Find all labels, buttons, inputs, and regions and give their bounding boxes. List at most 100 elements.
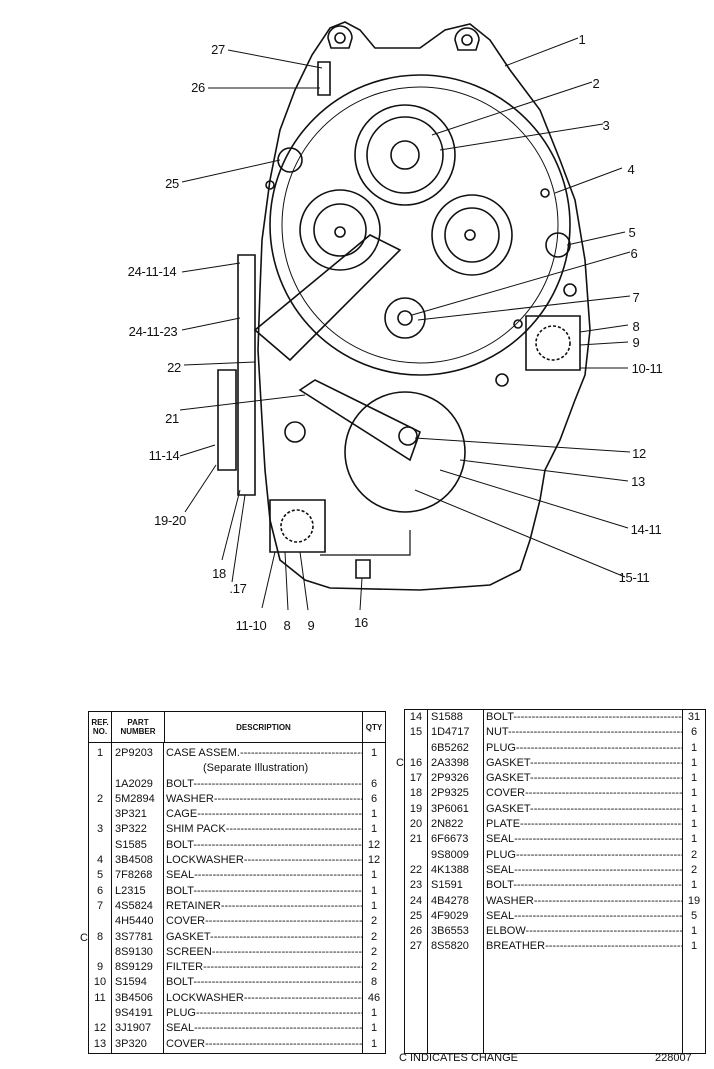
qty-cell: 2 [690,863,698,876]
table-header: REF. NO. PART NUMBER DESCRIPTION QTY [89,712,385,743]
description-cell: CASE ASSEM. [163,746,363,761]
description-cell: RETAINER [163,899,363,914]
part-number-cell: 8S9129 [115,961,153,974]
table-row: 202N822PLATE1 [405,817,705,832]
right-cover [525,315,581,371]
description-cell: BOLT [163,777,363,792]
ref-cell: 25 [409,909,423,922]
drawing-code: 228007 [655,1052,692,1064]
description-cell: BOLT [163,884,363,899]
callout-label: .17 [229,581,246,596]
qty-cell: 6 [690,726,698,739]
callout-label: 27 [211,42,225,57]
table-row: 254F9029SEAL5 [405,909,705,924]
qty-cell: 12 [367,838,381,851]
header-qty: QTY [365,722,383,732]
qty-cell: 1 [690,833,698,846]
breather [317,61,331,96]
ref-cell: 15 [409,726,423,739]
part-number-cell: 3P6061 [431,802,469,815]
ref-cell [405,848,427,863]
part-number-cell: 3B4508 [115,854,153,867]
callout-label: 2 [593,76,600,91]
description-cell: BOLT [163,975,363,990]
part-number-cell: 6F6673 [431,833,469,846]
ref-cell: 11 [94,991,106,1004]
part-number-cell: 5M2894 [115,792,155,805]
table-row: 263B6553ELBOW1 [405,924,705,939]
ref-cell: 2 [96,792,104,805]
table-row: 113B4506LOCKWASHER46 [89,991,385,1006]
qty-cell: 6 [370,792,378,805]
part-number-cell: 3P322 [115,823,147,836]
description-cell: GASKET [483,771,683,786]
callout-label: 6 [631,246,638,261]
description-cell: GASKET [483,756,683,771]
part-number-cell: 6B5262 [431,741,469,754]
part-number-cell: 3P320 [115,1037,147,1050]
table-row: 278S5820BREATHER1 [405,939,705,954]
callout-label: 24-11-23 [129,324,178,339]
ref-cell: 4 [96,854,104,867]
part-number-cell: 2P9203 [115,747,153,759]
part-number-cell: S1588 [431,711,463,723]
description-cell: LOCKWASHER [163,853,363,868]
description-cell: FILTER [163,960,363,975]
ref-cell: 16 [409,756,423,769]
callout-label: 12 [632,446,646,461]
pipe-arm [253,234,402,362]
ref-cell: 7 [96,899,104,912]
callout-label: 9 [633,335,640,350]
qty-cell: 1 [370,747,378,759]
ref-cell: 13 [93,1037,107,1050]
callout-label: 1 [579,32,586,47]
ref-cell: 17 [409,772,423,785]
part-number-cell: 4S5824 [115,899,153,912]
qty-cell: 2 [370,915,378,928]
callout-label: 24-11-14 [128,264,177,279]
qty-cell: 19 [687,894,701,907]
description-cell: SEAL [163,1021,363,1036]
description-cell: WASHER [163,792,363,807]
table-row: 224K1388SEAL2 [405,863,705,878]
description-cell: NUT [483,725,683,740]
qty-cell: 2 [690,848,698,861]
qty-cell: 1 [370,823,378,836]
description-cell: BREATHER [483,939,683,954]
qty-cell: 1 [690,787,698,800]
table-row: 244B4278WASHER19 [405,894,705,909]
table-row: 8S9130SCREEN2 [89,945,385,960]
qty-cell: 1 [690,756,698,769]
table-body: 14S1588BOLT31151D4717NUT66B5262PLUG1162A… [405,710,705,955]
right-gear [431,194,513,276]
table-row: 193P6061GASKET1 [405,802,705,817]
description-cell: BOLT [483,878,683,893]
ref-cell [89,1006,111,1021]
qty-cell: 1 [690,925,698,938]
part-number-cell: 4K1388 [431,863,469,876]
ref-cell: 23 [409,879,423,892]
part-number-cell: S1594 [115,976,147,989]
qty-cell: 1 [370,899,378,912]
description-cell: (Separate Illustration) [203,762,309,775]
ref-cell [89,761,111,776]
center-gear [384,297,426,339]
qty-cell: 1 [370,808,378,821]
callout-label: 15-11 [619,570,650,585]
table-row: 151D4717NUT6 [405,725,705,740]
callout-label: 19-20 [154,513,186,528]
disk-cover [344,391,466,513]
part-number-cell: 8S9130 [115,945,153,958]
ref-cell [89,945,111,960]
description-cell: SEAL [483,832,683,847]
ref-cell: 5 [96,869,104,882]
ref-cell: 19 [409,802,423,815]
description-cell: PLATE [483,817,683,832]
ref-cell: 22 [409,863,423,876]
case-outline [257,21,591,591]
callout-label: 16 [354,615,368,630]
ref-cell: 8 [96,930,104,943]
lever-arm [298,379,421,462]
table-row: 7 4S5824 RETAINER 1 [89,899,385,914]
callout-label: 25 [165,176,179,191]
